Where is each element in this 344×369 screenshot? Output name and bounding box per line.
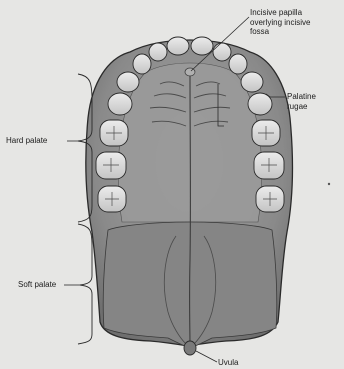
incisive-papilla-label-line-3: fossa (250, 27, 310, 37)
tooth-premolar-2-left (108, 93, 132, 115)
soft-palate-label: Soft palate (18, 280, 56, 290)
incisive-papilla-label-line-1: Incisive papilla (250, 8, 310, 18)
tooth-premolar-1-right (241, 72, 263, 92)
uvula-label: Uvula (218, 358, 238, 368)
incisive-papilla-label: Incisive papilla overlying incisive foss… (250, 8, 310, 37)
tooth-central-incisor-left (167, 37, 189, 55)
tooth-canine-right (229, 54, 247, 74)
tooth-premolar-1-left (117, 72, 139, 92)
speck (328, 183, 330, 185)
uvula-leader (196, 351, 217, 362)
palatine-rugae-label-line-2: rugae (287, 102, 316, 112)
tooth-central-incisor-right (191, 37, 213, 55)
tooth-lateral-incisor-left (149, 43, 167, 61)
uvula (184, 341, 196, 355)
hard-palate-label: Hard palate (6, 136, 47, 146)
palatine-rugae-label-line-1: Palatine (287, 92, 316, 102)
palatine-rugae-label: Palatine rugae (287, 92, 316, 111)
tooth-premolar-2-right (248, 93, 272, 115)
incisive-papilla-label-line-2: overlying incisive (250, 18, 310, 28)
soft-palate-bracket (78, 224, 92, 344)
tooth-lateral-incisor-right (213, 43, 231, 61)
tooth-canine-left (133, 54, 151, 74)
